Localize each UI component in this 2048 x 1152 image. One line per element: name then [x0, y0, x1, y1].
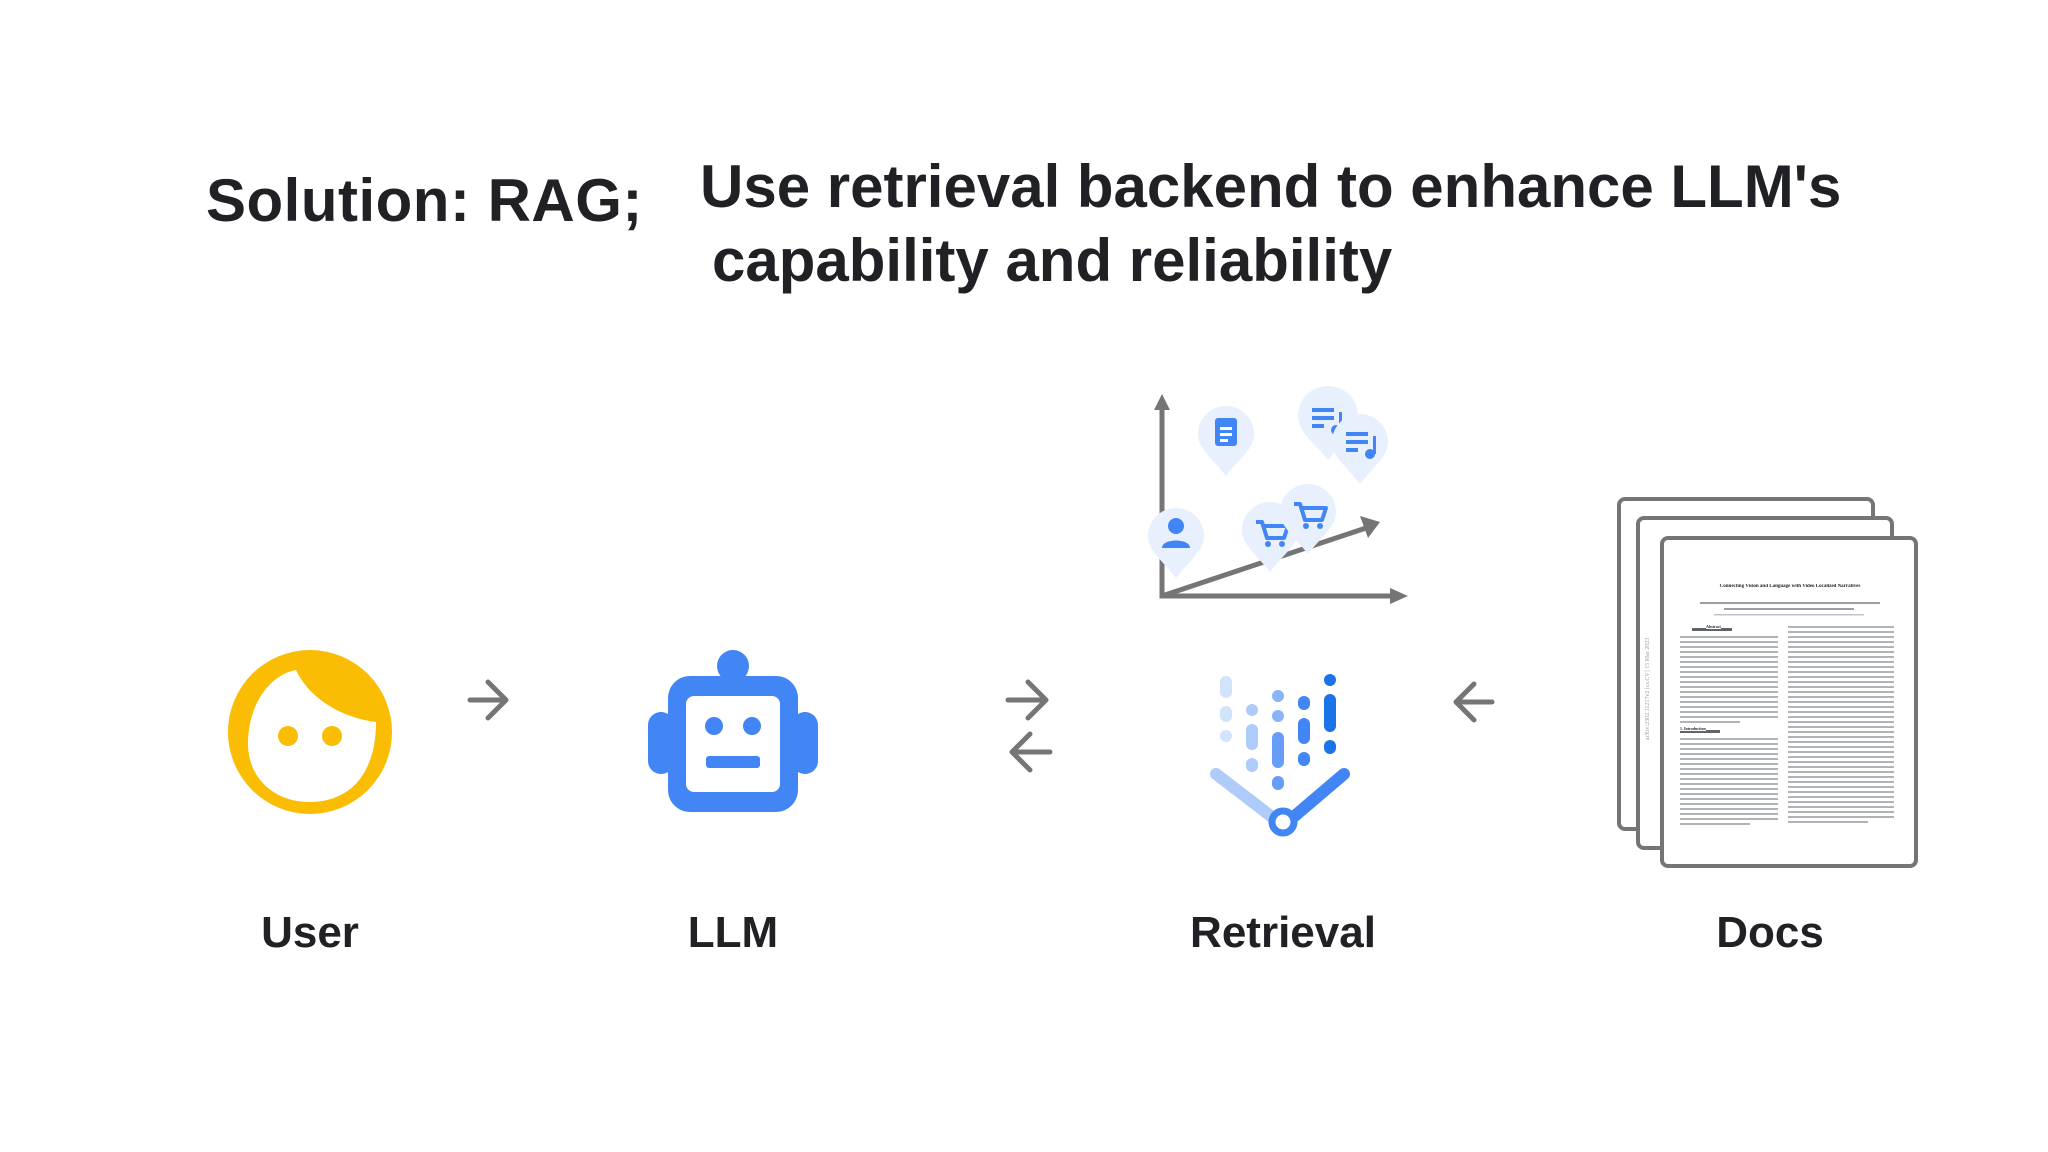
label-user: User — [261, 908, 359, 957]
arrow-left-icon — [1450, 680, 1496, 724]
embedding-space-icon — [1146, 386, 1416, 612]
label-retrieval: Retrieval — [1190, 908, 1376, 957]
doc-paper-title: Connecting Vision and Language with Vide… — [1719, 584, 1861, 589]
label-docs: Docs — [1716, 908, 1824, 957]
heading-main: Use retrieval backend to enhance LLM's c… — [700, 150, 1841, 298]
retrieval-icon — [1210, 670, 1356, 840]
bidirectional-arrows-icon — [1004, 678, 1054, 778]
doc-section-introduction: 1. Introduction — [1680, 726, 1706, 731]
person-pin-icon — [1148, 508, 1204, 578]
doc-section-abstract: Abstract — [1706, 624, 1721, 629]
shopping-cart-pin-icon — [1280, 484, 1336, 554]
document-stack-icon: Connecting Vision and Language with Vide… — [1616, 496, 1922, 870]
music-playlist-pin-icon — [1332, 414, 1388, 484]
label-llm: LLM — [687, 908, 779, 957]
document-pin-icon — [1198, 406, 1254, 476]
user-icon — [226, 648, 394, 816]
heading-line-2: capability and reliability — [712, 227, 1393, 294]
arrow-right-icon — [466, 678, 512, 722]
heading-line-1: Use retrieval backend to enhance LLM's — [700, 153, 1842, 220]
heading-prefix: Solution: RAG; — [206, 167, 643, 234]
robot-icon — [648, 648, 818, 818]
